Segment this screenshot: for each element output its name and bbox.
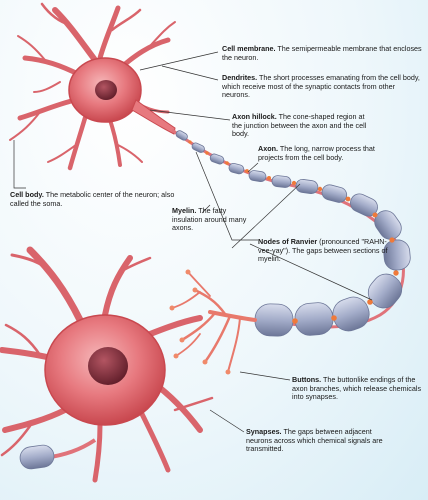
bottom-neuron-nucleus	[88, 347, 128, 385]
desc-axon-hillock: The cone-shaped region at the junction b…	[232, 112, 367, 139]
desc-cell-membrane: The semipermeable membrane that encloses…	[222, 44, 422, 62]
label-buttons: Buttons. The buttonlike endings of the a…	[292, 375, 424, 402]
desc-axon: The long, narrow process that projects f…	[258, 144, 375, 162]
desc-cell-body: The metabolic center of the neuron; also…	[10, 190, 175, 208]
term-axon-hillock: Axon hillock.	[232, 112, 277, 121]
axon-terminals	[171, 271, 257, 373]
label-cell-membrane: Cell membrane. The semipermeable membran…	[222, 44, 422, 62]
label-cell-body: Cell body. The metabolic center of the n…	[10, 190, 180, 208]
label-dendrites: Dendrites. The short processes emanating…	[222, 73, 422, 100]
label-synapses: Synapses. The gaps between adjacent neur…	[246, 427, 386, 454]
myelin-sheath	[175, 130, 411, 337]
term-buttons: Buttons.	[292, 375, 322, 384]
label-nodes-of-ranvier: Nodes of Ranvier (pronounced "RAHN-vee-y…	[258, 237, 394, 264]
term-cell-membrane: Cell membrane.	[222, 44, 276, 53]
term-axon: Axon.	[258, 144, 278, 153]
term-synapses: Synapses.	[246, 427, 282, 436]
nodes-of-ranvier-marks	[188, 140, 399, 324]
desc-myelin: The fatty insulation around many axons.	[172, 206, 247, 233]
desc-synapses: The gaps between adjacent neurons across…	[246, 427, 383, 454]
leader-lines	[13, 51, 373, 433]
axon-hillock	[131, 99, 176, 135]
label-myelin: Myelin. The fatty insulation around many…	[172, 206, 250, 233]
desc-nodes-of-ranvier: (pronounced "RAHN-vee-yay"). The gaps be…	[258, 237, 388, 264]
label-axon: Axon. The long, narrow process that proj…	[258, 144, 398, 162]
bottom-myelin	[19, 444, 55, 470]
term-dendrites: Dendrites.	[222, 73, 258, 82]
term-cell-body: Cell body.	[10, 190, 44, 199]
desc-dendrites: The short processes emanating from the c…	[222, 73, 420, 100]
term-nodes-of-ranvier: Nodes of Ranvier	[258, 237, 318, 246]
top-neuron-nucleus	[95, 80, 117, 100]
terminal-buttons	[169, 269, 231, 375]
desc-buttons: The buttonlike endings of the axon branc…	[292, 375, 422, 402]
label-axon-hillock: Axon hillock. The cone-shaped region at …	[232, 112, 372, 139]
term-myelin: Myelin.	[172, 206, 197, 215]
top-neuron-dendrites	[9, 2, 176, 171]
